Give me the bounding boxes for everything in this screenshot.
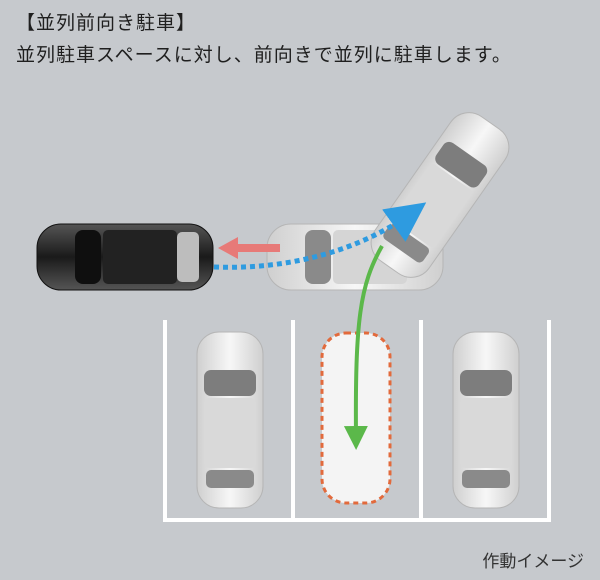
car-dark xyxy=(36,223,214,291)
parked-car-left xyxy=(196,331,264,509)
curved-down-arrow-icon xyxy=(343,245,384,450)
image-note: 作動イメージ xyxy=(482,552,584,572)
dotted-curved-arrow-icon xyxy=(213,202,427,270)
left-arrow-icon xyxy=(218,237,280,259)
diagram-caption: 並列駐車スペースに対し、前向きで並列に駐車します。 xyxy=(16,44,512,66)
parked-car-right xyxy=(452,331,520,509)
diagram-title: 【並列前向き駐車】 xyxy=(16,12,197,34)
parking-space-lines xyxy=(163,320,551,522)
